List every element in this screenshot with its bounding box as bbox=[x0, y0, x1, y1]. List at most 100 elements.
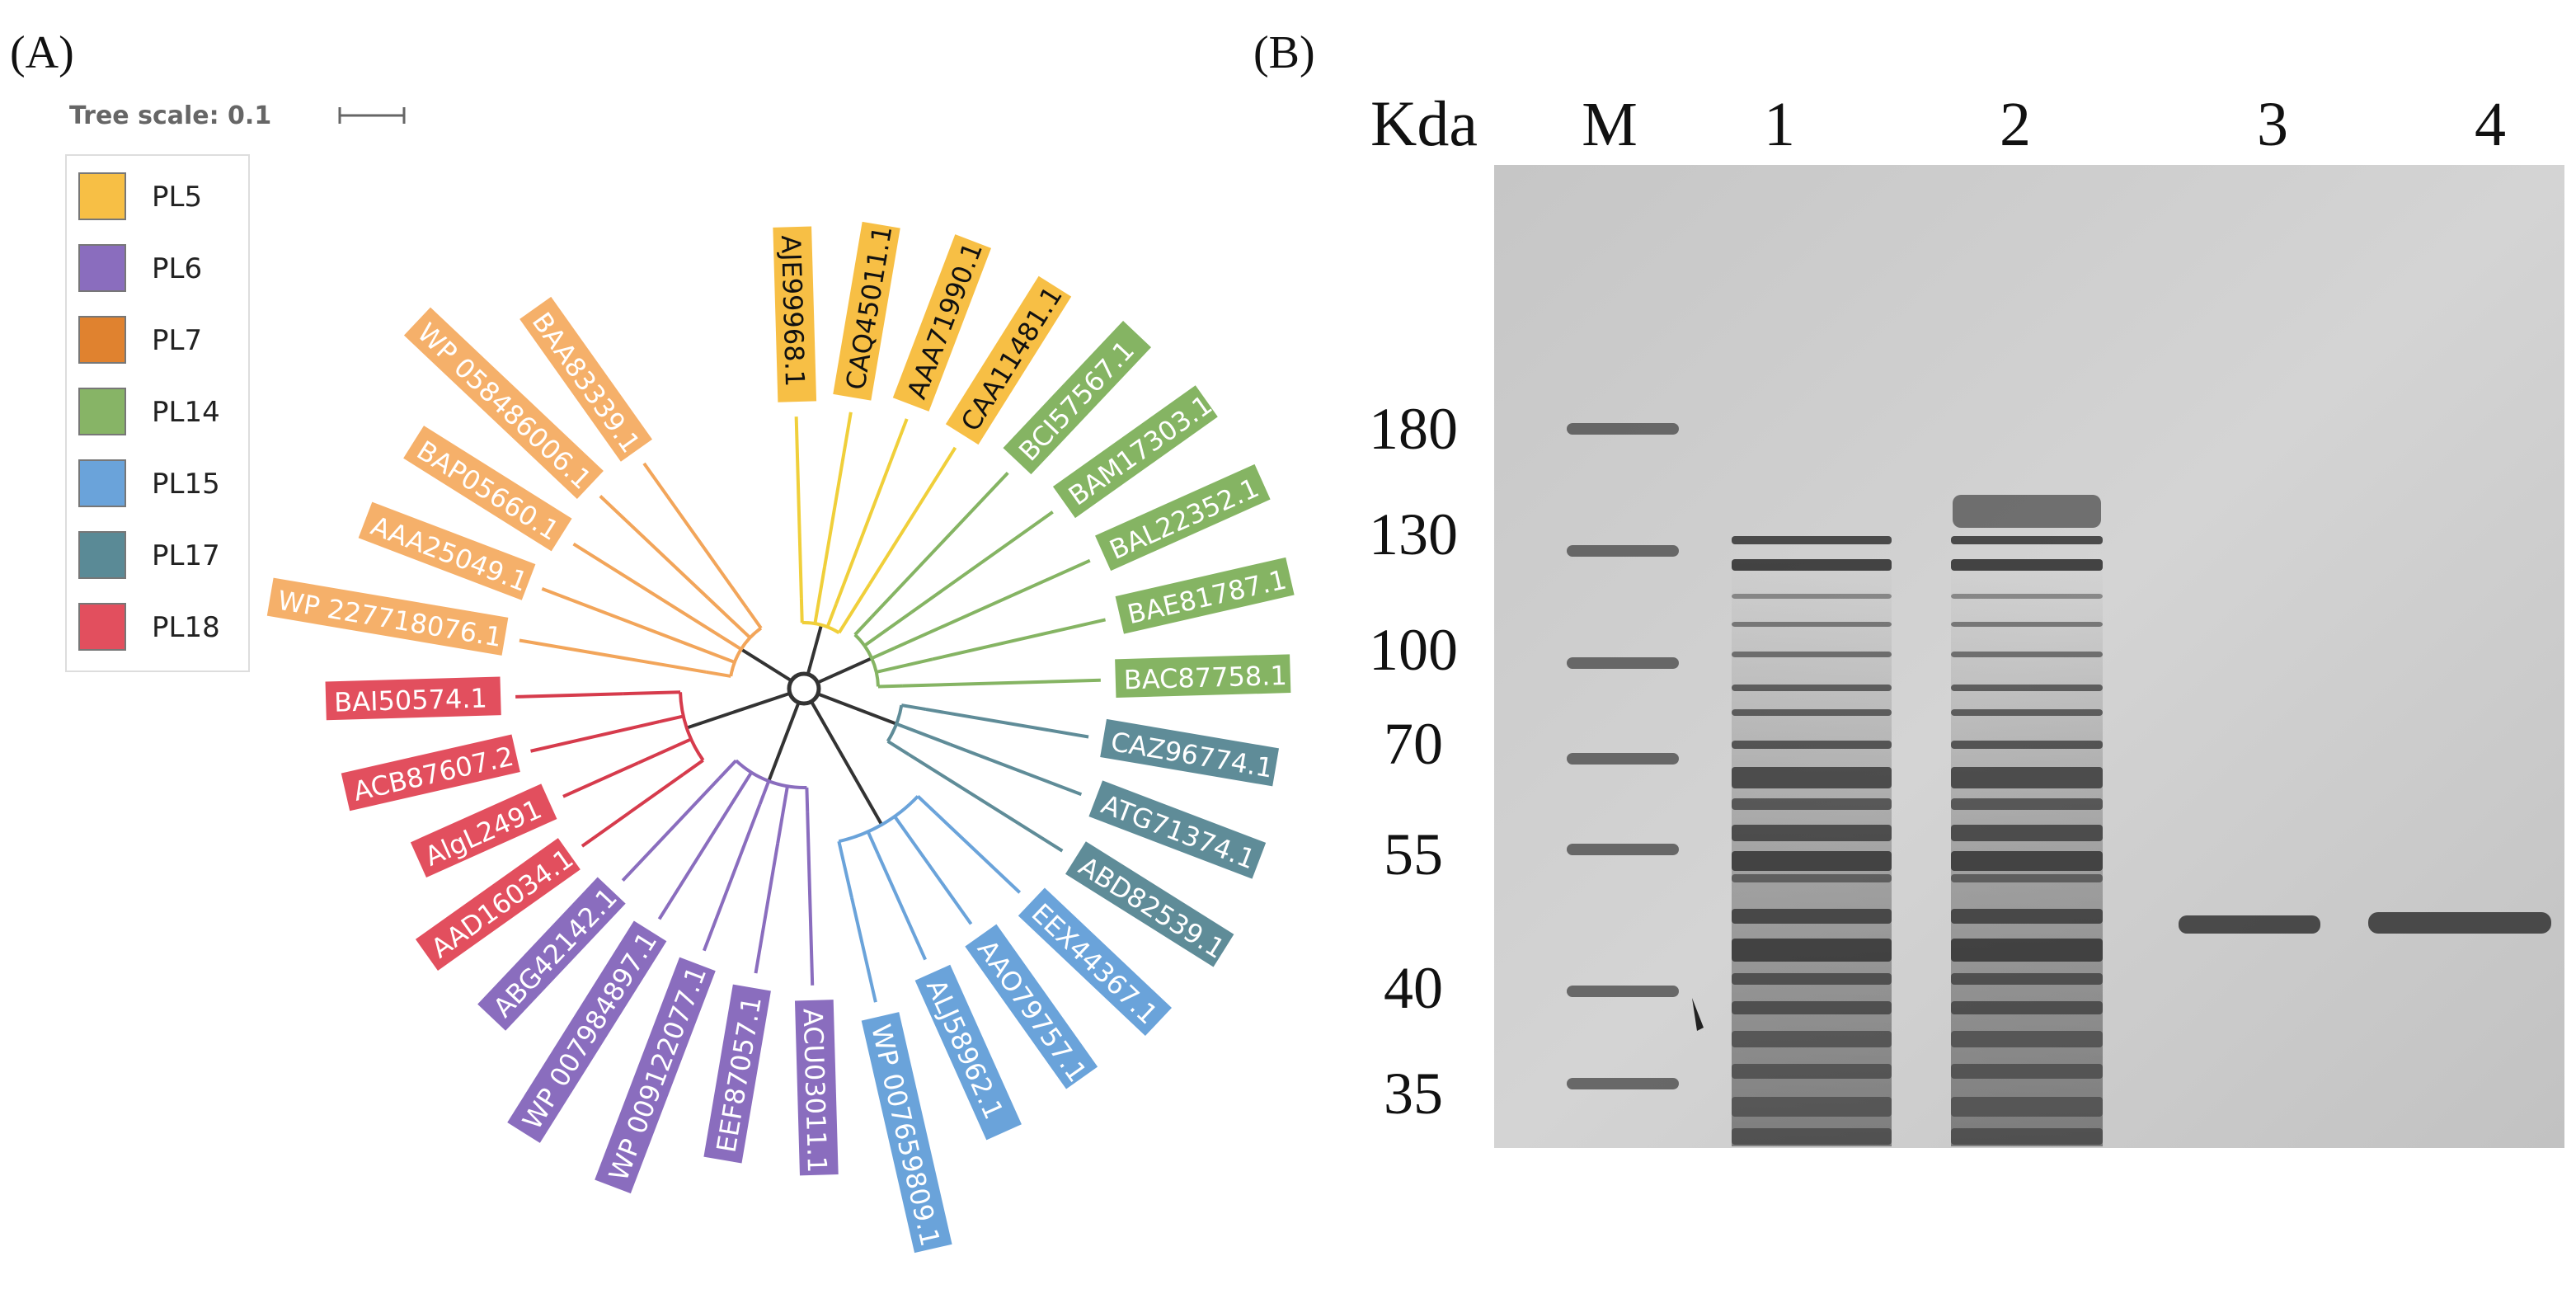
branch-leaf-25 bbox=[519, 638, 707, 674]
lane2-band-19 bbox=[1951, 1097, 2103, 1117]
marker-label-55: 55 bbox=[1384, 821, 1443, 887]
lane1-band-2 bbox=[1732, 594, 1892, 599]
branch-arc-pl6 bbox=[735, 759, 807, 789]
branch-inner-29 bbox=[745, 606, 763, 629]
lane1-band-5 bbox=[1732, 685, 1892, 691]
lane2-band-6 bbox=[1951, 709, 2103, 716]
branch-inner-28 bbox=[707, 596, 751, 639]
branch-inner-14 bbox=[866, 830, 880, 855]
leaf-label-box bbox=[1115, 654, 1291, 699]
lane1-band-19 bbox=[1732, 1097, 1892, 1117]
branch-leaf-16 bbox=[806, 812, 815, 986]
lane2-band-10 bbox=[1951, 825, 2103, 841]
branch-arc-pl15 bbox=[838, 795, 919, 844]
ladder-band-3 bbox=[1567, 753, 1679, 765]
leaf-label-box bbox=[1052, 385, 1218, 519]
leaf-label-box bbox=[266, 577, 509, 656]
leaf-label-23: ACB87607.2 bbox=[341, 734, 520, 812]
tree-root bbox=[787, 671, 821, 706]
branch-leaf-6 bbox=[893, 558, 1091, 650]
lane1-band-7 bbox=[1732, 741, 1892, 749]
branch-leaf-17 bbox=[754, 842, 780, 974]
leaf-label-0: AJE99968.1 bbox=[773, 226, 817, 402]
branch-leaf-13 bbox=[926, 862, 973, 925]
leaf-label-box bbox=[861, 1012, 952, 1254]
leaf-label-box bbox=[358, 501, 536, 600]
leaf-label-25: WP 227718076.1 bbox=[266, 577, 509, 656]
branch-trunk-pl14 bbox=[816, 656, 872, 685]
leaf-label-text: ALJ58962.1 bbox=[920, 975, 1010, 1124]
leaf-label-16: ACU03011.1 bbox=[794, 1000, 839, 1176]
branch-inner-4 bbox=[853, 615, 873, 636]
leaf-label-15: WP 007659809.1 bbox=[861, 1012, 952, 1254]
marker-label-100: 100 bbox=[1369, 617, 1458, 683]
lane1-band-3 bbox=[1732, 622, 1892, 627]
leaf-label-box bbox=[415, 838, 581, 971]
lane2-top-band bbox=[1953, 495, 2101, 528]
kda-axis-title: Kda bbox=[1370, 87, 1478, 159]
marker-label-40: 40 bbox=[1384, 955, 1443, 1021]
branch-trunk-pl7 bbox=[740, 647, 792, 683]
leaf-label-7: BAE81787.1 bbox=[1115, 557, 1295, 634]
leaf-label-text: ACB87607.2 bbox=[350, 741, 516, 807]
branch-inner-6 bbox=[871, 647, 895, 661]
lane2-band-17 bbox=[1951, 1031, 2103, 1047]
gel-content bbox=[1567, 423, 2551, 1146]
leaf-label-text: BAI50574.1 bbox=[334, 682, 488, 718]
lane1-band-14 bbox=[1732, 939, 1892, 962]
branch-arc-pl5 bbox=[801, 621, 840, 634]
lane1-band-1 bbox=[1732, 559, 1892, 571]
branch-inner-11 bbox=[886, 740, 910, 756]
gel-artifact bbox=[1692, 998, 1704, 1031]
legend-label-pl14: PL14 bbox=[152, 396, 220, 429]
branch-inner-13 bbox=[893, 815, 930, 865]
lane2-band-14 bbox=[1951, 939, 2103, 962]
branch-inner-20 bbox=[717, 759, 738, 780]
lane2-band-20 bbox=[1951, 1128, 2103, 1145]
lane1-band-15 bbox=[1732, 973, 1892, 985]
branch-inner-12 bbox=[916, 795, 938, 815]
leaf-label-box bbox=[410, 783, 557, 877]
leaf-label-box bbox=[519, 296, 652, 462]
branch-leaf-10 bbox=[949, 742, 1083, 797]
lane1-band-10 bbox=[1732, 825, 1892, 841]
leaf-label-box bbox=[403, 426, 572, 552]
branch-inner-18 bbox=[758, 780, 771, 805]
lane2-band-1 bbox=[1951, 559, 2103, 571]
leaf-label-text: ACU03011.1 bbox=[797, 1008, 833, 1173]
branch-inner-19 bbox=[719, 771, 753, 822]
lane1-band-16 bbox=[1732, 1001, 1892, 1014]
lane1-band-20 bbox=[1732, 1128, 1892, 1145]
lane1-band-9 bbox=[1732, 798, 1892, 810]
ladder-band-5 bbox=[1567, 986, 1679, 997]
branch-inner-21 bbox=[682, 759, 704, 776]
branch-trunk-pl6 bbox=[767, 702, 801, 782]
leaf-label-box bbox=[1088, 780, 1267, 879]
marker-label-70: 70 bbox=[1384, 711, 1443, 777]
branch-arc-pl14 bbox=[853, 633, 880, 687]
branch-leaf-19 bbox=[657, 820, 722, 920]
leaf-label-text: BAE81787.1 bbox=[1125, 563, 1290, 630]
marker-label-180: 180 bbox=[1369, 396, 1458, 462]
legend-swatch-pl15 bbox=[78, 459, 126, 507]
branch-inner-3 bbox=[837, 582, 872, 634]
branch-leaf-0 bbox=[794, 416, 803, 599]
leaf-label-box bbox=[341, 734, 520, 812]
branch-leaf-22 bbox=[562, 761, 640, 798]
branch-leaf-24 bbox=[515, 692, 623, 699]
leaf-label-box bbox=[892, 234, 992, 412]
lane2-band-0 bbox=[1951, 536, 2103, 544]
leaf-label-box bbox=[914, 964, 1022, 1141]
leaf-label-box bbox=[1018, 887, 1172, 1037]
lane2-band-13 bbox=[1951, 909, 2103, 924]
branch-leaf-23 bbox=[530, 720, 660, 753]
lane-label-m: M bbox=[1582, 90, 1638, 159]
lane2-band-7 bbox=[1951, 741, 2103, 749]
legend-swatch-pl6 bbox=[78, 244, 126, 292]
